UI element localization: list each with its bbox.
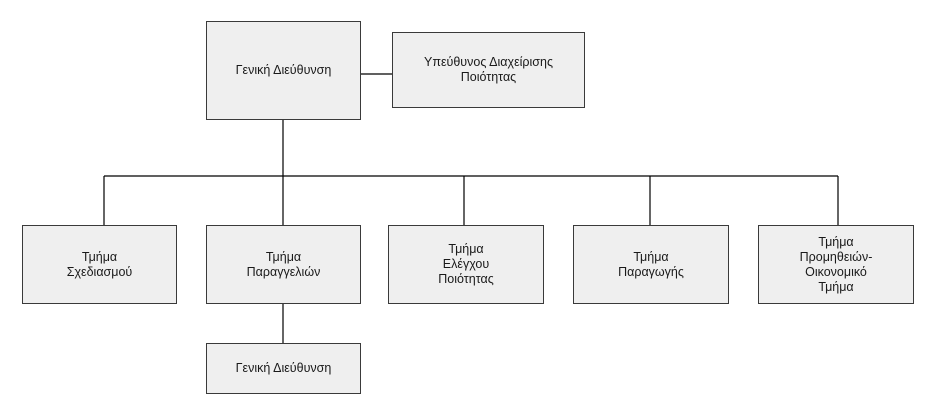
quality-manager-label: Υπεύθυνος Διαχείρισης Ποιότητας: [423, 55, 553, 84]
department-box-production: Τμήμα Παραγωγής: [573, 225, 729, 304]
quality-manager-box: Υπεύθυνος Διαχείρισης Ποιότητας: [392, 32, 585, 108]
department-label-procurement-finance: Τμήμα Προμηθειών- Οικονομικό Τμήμα: [799, 234, 873, 294]
department-box-design: Τμήμα Σχεδιασμού: [22, 225, 177, 304]
general-management-box: Γενική Διεύθυνση: [206, 21, 361, 120]
sub-unit-label: Γενική Διεύθυνση: [235, 361, 332, 375]
department-label-orders: Τμήμα Παραγγελιών: [246, 249, 321, 279]
department-label-design: Τμήμα Σχεδιασμού: [66, 249, 133, 279]
department-box-procurement-finance: Τμήμα Προμηθειών- Οικονομικό Τμήμα: [758, 225, 914, 304]
department-label-production: Τμήμα Παραγωγής: [618, 249, 684, 279]
department-label-quality-control: Τμήμα Ελέγχου Ποιότητας: [438, 242, 494, 286]
general-management-label: Γενική Διεύθυνση: [235, 63, 332, 77]
department-box-orders: Τμήμα Παραγγελιών: [206, 225, 361, 304]
sub-unit-box: Γενική Διεύθυνση: [206, 343, 361, 394]
department-box-quality-control: Τμήμα Ελέγχου Ποιότητας: [388, 225, 544, 304]
